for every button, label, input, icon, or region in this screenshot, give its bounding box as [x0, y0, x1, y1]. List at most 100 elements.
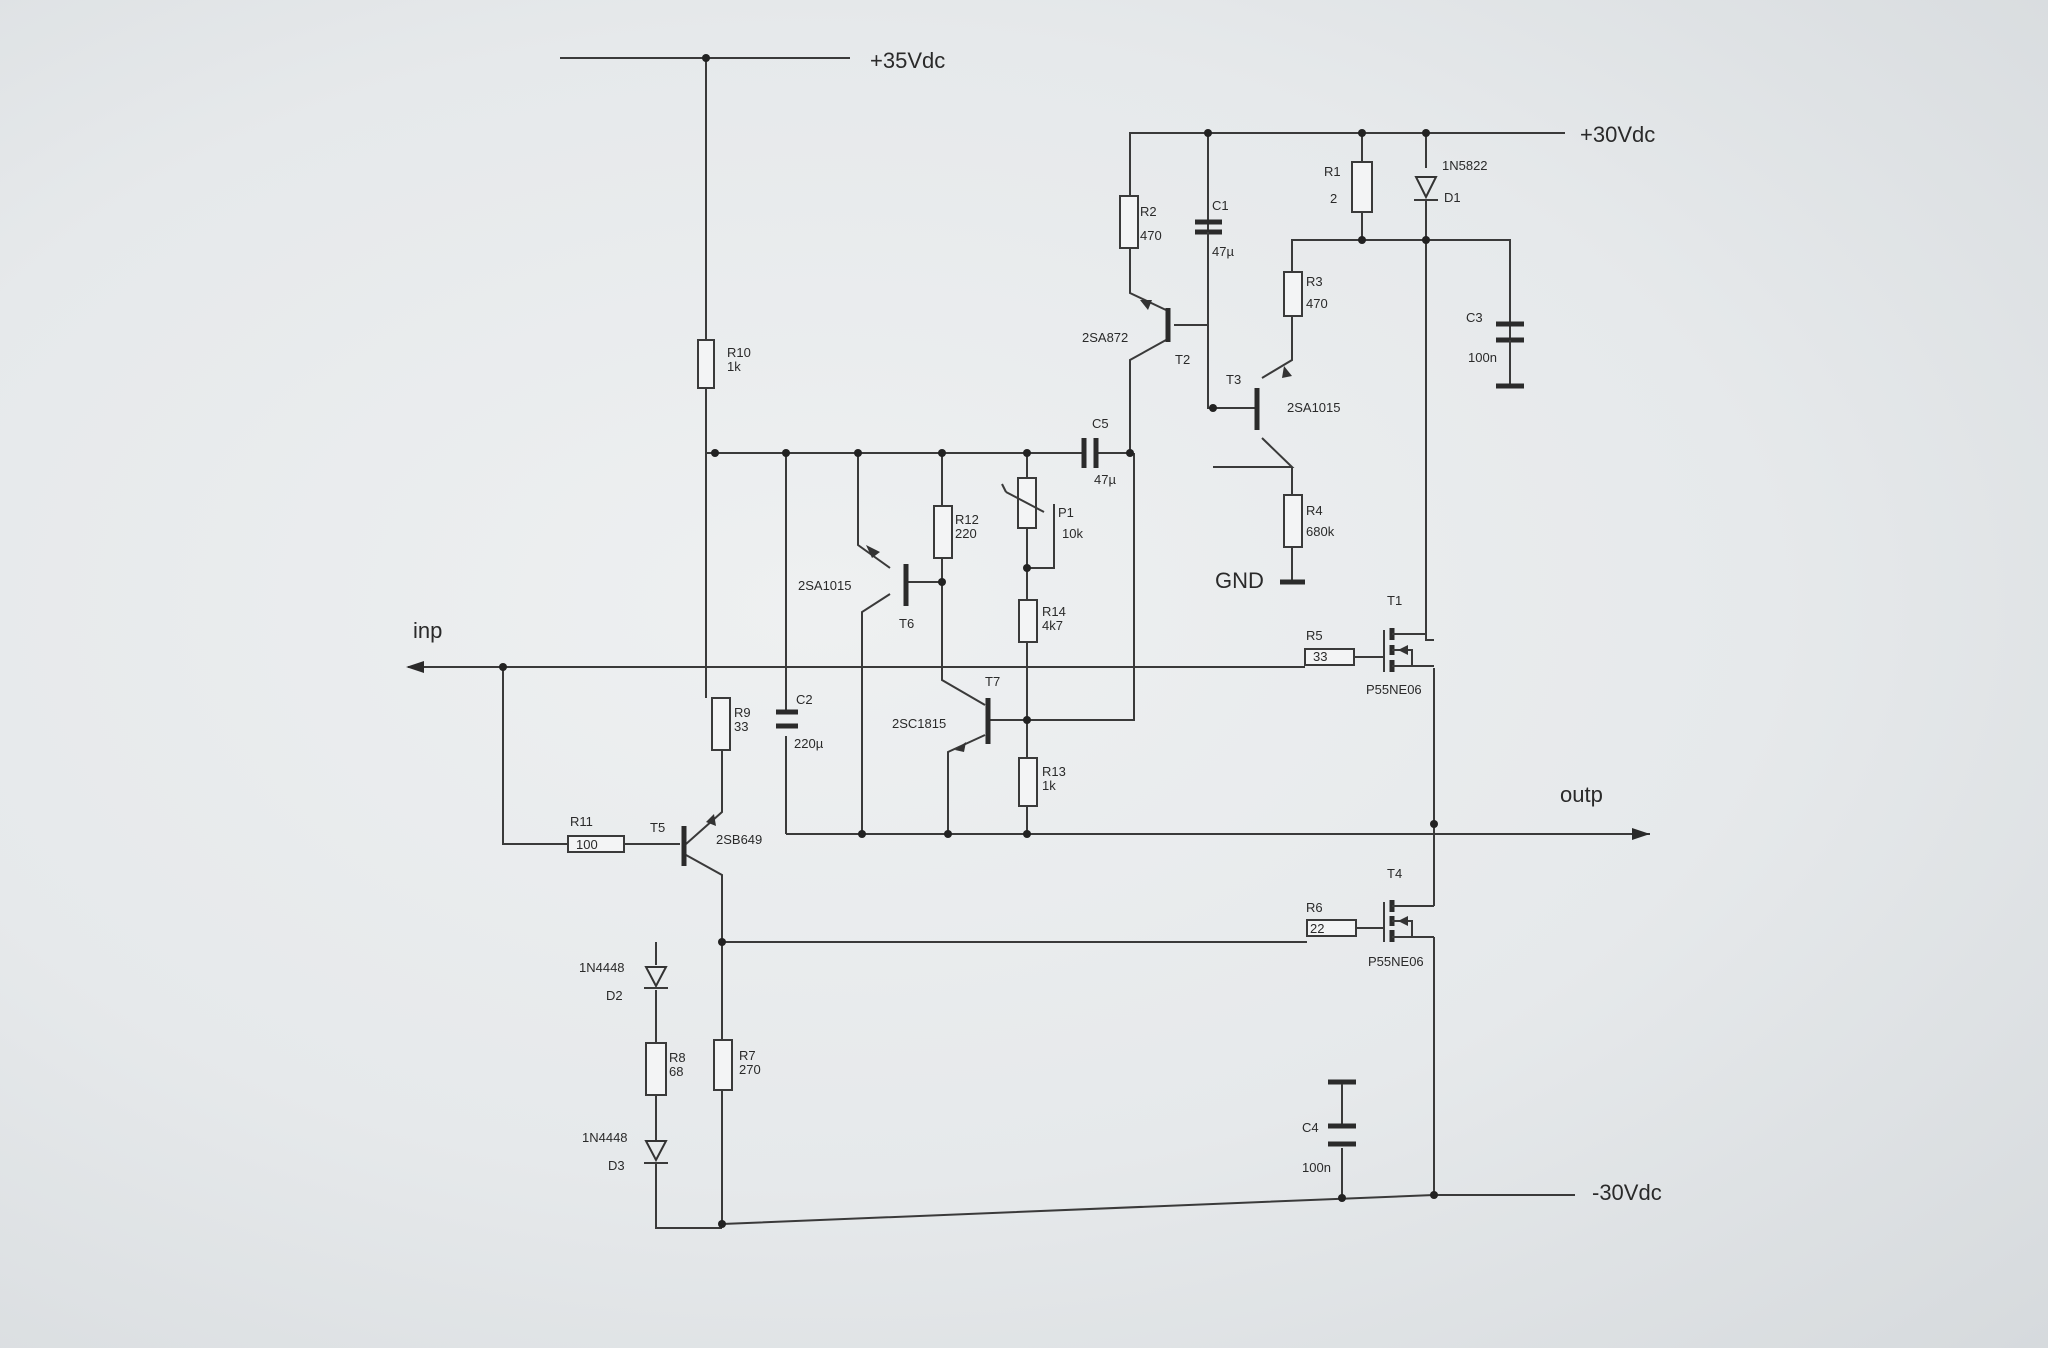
part-labels: R10 1k R9 33 R11 100 R12 220 R14 4k7 R13… — [570, 158, 1497, 1175]
r3-value: 470 — [1306, 296, 1328, 311]
transistor-t6 — [866, 545, 909, 606]
r11-ref: R11 — [570, 814, 593, 829]
r14-ref: R14 — [1042, 604, 1066, 619]
r2-value: 470 — [1140, 228, 1162, 243]
r11-value: 100 — [576, 837, 598, 852]
c5-ref: C5 — [1092, 416, 1109, 431]
resistor-r13 — [1018, 757, 1038, 807]
t3-ref: T3 — [1226, 372, 1241, 387]
r12-ref: R12 — [955, 512, 979, 527]
resistor-r12 — [933, 505, 953, 559]
c4-value: 100n — [1302, 1160, 1331, 1175]
p1-value: 10k — [1062, 526, 1083, 541]
junction-dots — [499, 54, 1438, 1228]
r13-value: 1k — [1042, 778, 1056, 793]
transistor-t7 — [955, 698, 991, 752]
input-arrow — [406, 661, 424, 673]
c1-value: 47µ — [1212, 244, 1234, 259]
capacitor-c4 — [1328, 1079, 1356, 1147]
r9-ref: R9 — [734, 705, 751, 720]
resistor-r6 — [1306, 919, 1357, 937]
c2-ref: C2 — [796, 692, 813, 707]
label-plus-35v: +35Vdc — [870, 48, 945, 73]
r5-ref: R5 — [1306, 628, 1323, 643]
diode-d3 — [644, 1140, 668, 1164]
r1-value: 2 — [1330, 191, 1337, 206]
resistor-r1 — [1351, 161, 1373, 213]
t4-ref: T4 — [1387, 866, 1402, 881]
capacitor-c1 — [1195, 133, 1222, 250]
c3-value: 100n — [1468, 350, 1497, 365]
c1-ref: C1 — [1212, 198, 1229, 213]
r9-value: 33 — [734, 719, 748, 734]
label-output: outp — [1560, 782, 1603, 807]
r6-value: 22 — [1310, 921, 1324, 936]
resistor-r9 — [711, 697, 731, 751]
r12-value: 220 — [955, 526, 977, 541]
label-gnd: GND — [1215, 568, 1264, 593]
r13-ref: R13 — [1042, 764, 1066, 779]
label-minus-30v: -30Vdc — [1592, 1180, 1662, 1205]
transistor-t2 — [1140, 300, 1171, 342]
c5-value: 47µ — [1094, 472, 1116, 487]
label-input: inp — [413, 618, 442, 643]
r14-value: 4k7 — [1042, 618, 1063, 633]
resistor-r2 — [1119, 195, 1139, 249]
resistor-r4 — [1283, 494, 1303, 548]
t5-value: 2SB649 — [716, 832, 762, 847]
diode-d2 — [644, 966, 668, 989]
r7-ref: R7 — [739, 1048, 756, 1063]
diode-d1 — [1414, 176, 1438, 201]
capacitor-c2 — [776, 709, 798, 729]
t4-value: P55NE06 — [1368, 954, 1424, 969]
mosfet-t4 — [1383, 900, 1434, 942]
c3-ref: C3 — [1466, 310, 1483, 325]
d1-ref: D1 — [1444, 190, 1461, 205]
t2-ref: T2 — [1175, 352, 1190, 367]
label-plus-30v: +30Vdc — [1580, 122, 1655, 147]
potentiometer-p1 — [1001, 477, 1045, 529]
output-arrow — [1632, 828, 1650, 840]
p1-ref: P1 — [1058, 505, 1074, 520]
r3-ref: R3 — [1306, 274, 1323, 289]
capacitor-c5 — [1081, 438, 1099, 468]
resistor-r7 — [713, 1039, 733, 1091]
t3-value: 2SA1015 — [1287, 400, 1341, 415]
resistor-r11 — [567, 835, 625, 853]
c4-ref: C4 — [1302, 1120, 1319, 1135]
t7-value: 2SC1815 — [892, 716, 946, 731]
t1-value: P55NE06 — [1366, 682, 1422, 697]
d2-value: 1N4448 — [579, 960, 625, 975]
d3-value: 1N4448 — [582, 1130, 628, 1145]
r2-ref: R2 — [1140, 204, 1157, 219]
resistor-r10 — [697, 339, 715, 389]
r8-ref: R8 — [669, 1050, 686, 1065]
t5-ref: T5 — [650, 820, 665, 835]
r5-value: 33 — [1313, 649, 1327, 664]
r10-ref: R10 — [727, 345, 751, 360]
resistor-r5 — [1304, 648, 1355, 666]
d3-ref: D3 — [608, 1158, 625, 1173]
t7-ref: T7 — [985, 674, 1000, 689]
r1-ref: R1 — [1324, 164, 1341, 179]
t6-value: 2SA1015 — [798, 578, 852, 593]
c2-value: 220µ — [794, 736, 824, 751]
transistor-t5 — [681, 814, 716, 866]
t1-ref: T1 — [1387, 593, 1402, 608]
resistor-r3 — [1283, 271, 1303, 317]
d1-value: 1N5822 — [1442, 158, 1488, 173]
r10-value: 1k — [727, 359, 741, 374]
mosfet-t1 — [1383, 628, 1434, 672]
resistor-r8 — [645, 1042, 667, 1096]
capacitor-c3 — [1496, 321, 1524, 389]
t6-ref: T6 — [899, 616, 914, 631]
r4-value: 680k — [1306, 524, 1335, 539]
t2-value: 2SA872 — [1082, 330, 1128, 345]
transistor-t3 — [1254, 366, 1292, 430]
r8-value: 68 — [669, 1064, 683, 1079]
resistor-r14 — [1018, 599, 1038, 643]
r7-value: 270 — [739, 1062, 761, 1077]
r4-ref: R4 — [1306, 503, 1323, 518]
